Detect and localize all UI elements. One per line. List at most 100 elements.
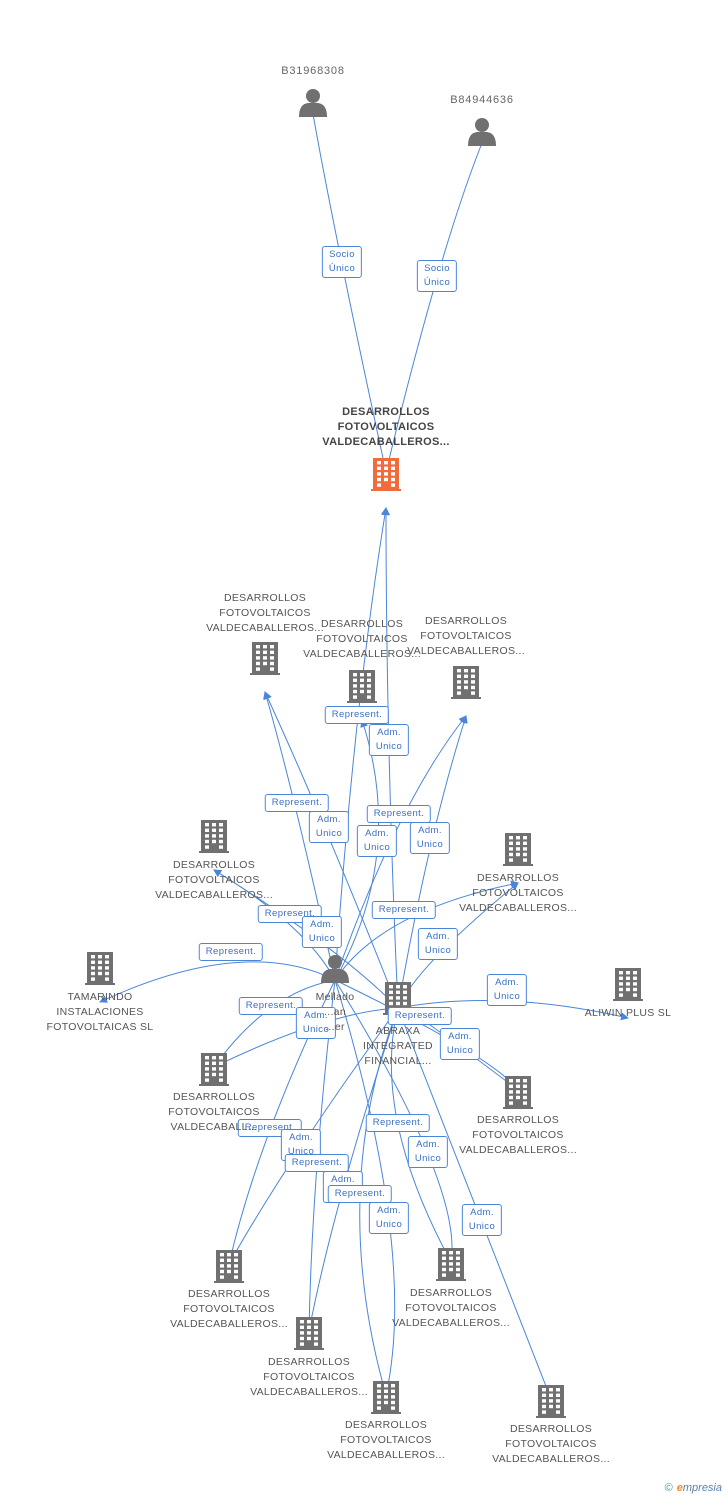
node-icon-layer <box>85 89 643 1418</box>
edge-label[interactable]: Adm.Unico <box>461 1204 503 1236</box>
building-icon[interactable] <box>199 1053 229 1086</box>
edge-label-text: Adm. <box>310 919 334 930</box>
edge-label-text: Represent. <box>378 904 430 915</box>
edge-label[interactable]: Adm.Unico <box>486 974 528 1006</box>
node-label-line: VALDECABALLEROS... <box>392 1317 510 1329</box>
edge-label[interactable]: Represent. <box>324 706 390 724</box>
edge-pm-to-c3 <box>334 715 467 981</box>
node-label-line: TAMARINDO <box>67 991 133 1003</box>
node-label-line: DESARROLLOS <box>509 1423 593 1435</box>
building-icon[interactable] <box>503 833 533 866</box>
edge-label[interactable]: Adm.Unico <box>407 1136 449 1168</box>
node-label-line: ...er <box>325 1021 345 1033</box>
building-icon[interactable] <box>347 670 377 703</box>
edge-label[interactable]: Adm. Unico <box>301 916 343 948</box>
edge-pm-to-tam <box>99 961 336 1003</box>
building-icon[interactable] <box>85 952 115 985</box>
edge-label-text: Represent. <box>245 1000 297 1011</box>
building-icon[interactable] <box>451 666 481 699</box>
person-icon[interactable] <box>321 955 349 983</box>
node-label-b1[interactable]: B31968308 <box>281 64 344 79</box>
edge-label[interactable]: Represent. <box>387 1007 453 1025</box>
node-label-line: FOTOVOLTAICOS <box>420 630 512 642</box>
edge-label[interactable]: Adm.Unico <box>308 811 350 843</box>
edge-label[interactable]: Represent. <box>327 1185 393 1203</box>
edge-label-text: Socio <box>329 249 355 260</box>
node-label-ali[interactable]: ALIWIN PLUS SL <box>585 1006 671 1021</box>
building-icon[interactable] <box>199 820 229 853</box>
edge-label[interactable]: Represent. <box>264 794 330 812</box>
edge-label-text: Adm. <box>418 825 442 836</box>
edge-label-text: Unico <box>416 839 444 850</box>
node-label-line: FOTOVOLTAICOS <box>183 1303 275 1315</box>
edge-label[interactable]: Adm.Unico <box>417 928 459 960</box>
node-label-line: FOTOVOLTAICOS <box>316 633 408 645</box>
node-label-line: INSTALACIONES <box>56 1006 144 1018</box>
person-icon[interactable] <box>299 89 327 117</box>
edge-label[interactable]: Represent. <box>365 1114 431 1132</box>
node-label-line: DESARROLLOS <box>342 406 430 418</box>
building-icon[interactable] <box>294 1317 324 1350</box>
building-icon[interactable] <box>214 1250 244 1283</box>
edge-label-text: Adm. <box>304 1010 328 1021</box>
edge-label[interactable]: Adm.Unico <box>368 724 410 756</box>
building-icon[interactable] <box>613 968 643 1001</box>
edge-label[interactable]: Adm.Unico <box>295 1007 337 1039</box>
node-label-line: FOTOVOLTAICOS <box>505 1438 597 1450</box>
edge-label-text: Unico <box>308 933 336 944</box>
building-icon[interactable] <box>503 1076 533 1109</box>
edge-label[interactable]: Adm.Unico <box>356 825 398 857</box>
building-icon[interactable] <box>250 642 280 675</box>
node-label-line: FOTOVOLTAICOS <box>472 1129 564 1141</box>
edge-label-text: Adm. <box>377 1205 401 1216</box>
edge-label[interactable]: Represent. <box>371 901 437 919</box>
node-label-line: DESARROLLOS <box>476 872 560 884</box>
edge-label-text: Represent. <box>331 709 383 720</box>
node-label-line: FOTOVOLTAICOS <box>219 607 311 619</box>
edge-abr-to-c3 <box>397 715 468 1009</box>
focus-building-icon[interactable] <box>371 458 401 491</box>
edge-label-text: Adm. <box>426 931 450 942</box>
building-icon[interactable] <box>371 1381 401 1414</box>
edge-label[interactable]: Adm.Unico <box>439 1028 481 1060</box>
node-label-pm[interactable]: Mellado...an...er <box>316 990 355 1035</box>
node-label-line: FOTOVOLTAICOS <box>472 887 564 899</box>
node-label-line: VALDECABALLEROS... <box>170 1318 288 1330</box>
edge-label[interactable]: Adm.Unico <box>368 1202 410 1234</box>
edge-label[interactable]: Represent. <box>366 805 432 823</box>
edge-label[interactable]: Represent. <box>238 997 304 1015</box>
edge-label[interactable]: Adm. Unico <box>409 822 451 854</box>
edge-layer <box>99 113 629 1400</box>
node-label-line: FINANCIAL... <box>364 1055 432 1067</box>
node-label-line: DESARROLLOS <box>344 1419 428 1431</box>
node-label-b2[interactable]: B84944636 <box>450 93 513 108</box>
building-icon[interactable] <box>436 1248 466 1281</box>
edge-label-text: Adm. <box>331 1174 355 1185</box>
person-icon[interactable] <box>468 118 496 146</box>
edge-label[interactable]: Represent. <box>284 1154 350 1172</box>
building-icon[interactable] <box>536 1385 566 1418</box>
edge-label[interactable]: Represent. <box>198 943 264 961</box>
edge-label-text: Único <box>328 263 356 274</box>
node-label-line: VALDECABALLEROS... <box>327 1449 445 1461</box>
edge-label-text: Unico <box>363 842 391 853</box>
brand-footer[interactable]: ©empresia <box>665 1482 722 1494</box>
